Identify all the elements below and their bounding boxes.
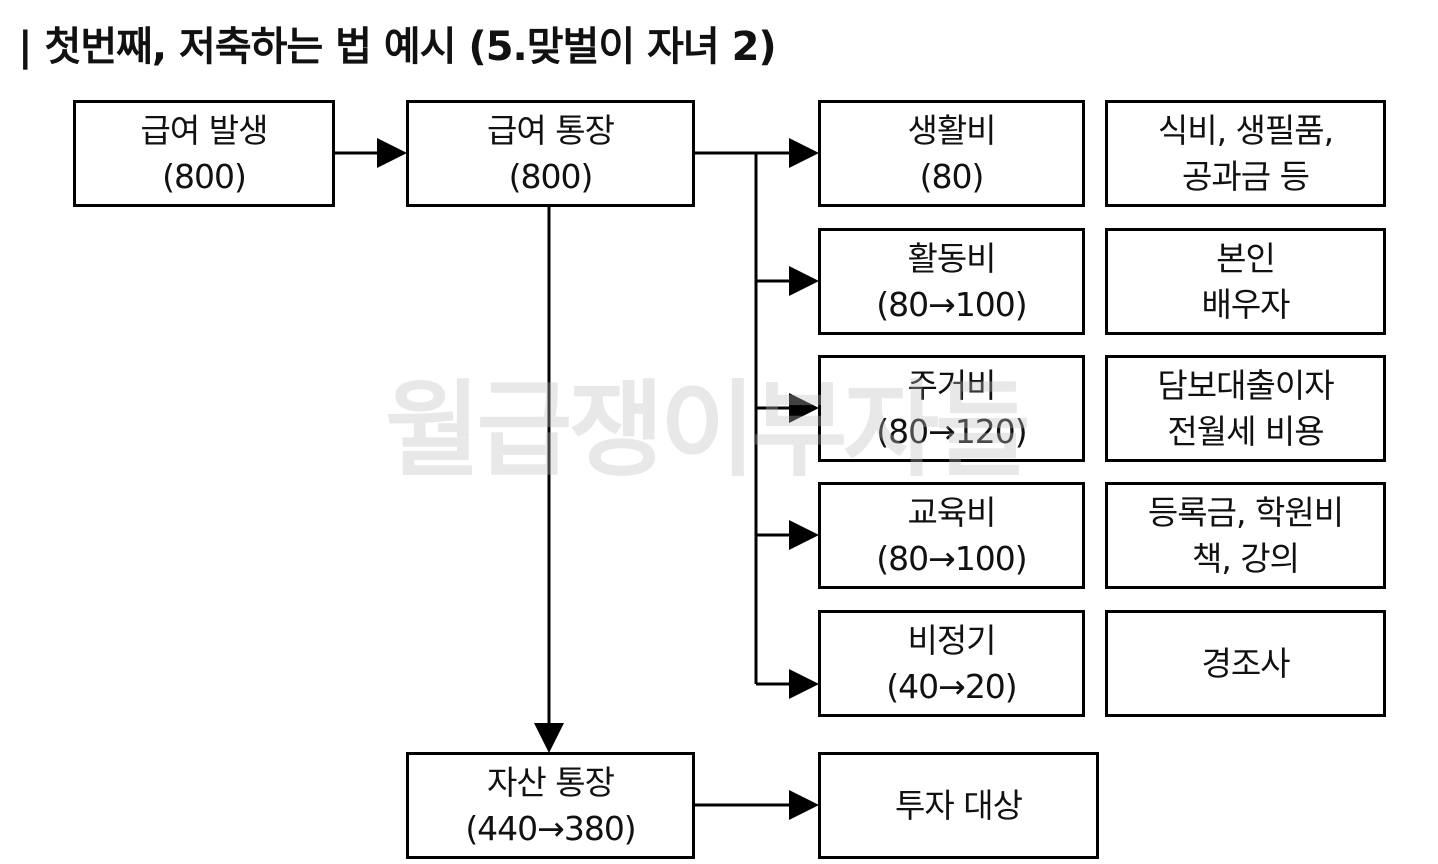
expense-label: 비정기 bbox=[907, 620, 996, 660]
salary-account-value: (800) bbox=[508, 156, 594, 196]
expense-box: 교육비 (80→100) bbox=[818, 482, 1085, 589]
expense-value: (80→100) bbox=[876, 538, 1027, 578]
expense-value: (80→120) bbox=[876, 411, 1027, 451]
asset-account-value: (440→380) bbox=[465, 808, 636, 848]
expense-desc-line1: 본인 bbox=[1216, 238, 1276, 278]
expense-description-box: 담보대출이자 전월세 비용 bbox=[1105, 355, 1386, 462]
asset-account-label: 자산 통장 bbox=[487, 762, 615, 802]
expense-desc-line1: 담보대출이자 bbox=[1157, 365, 1334, 405]
expense-desc-line1: 등록금, 학원비 bbox=[1147, 492, 1344, 532]
salary-label: 급여 발생 bbox=[140, 110, 269, 150]
expense-desc-line2: 공과금 등 bbox=[1182, 156, 1310, 196]
expense-desc-line2: 전월세 비용 bbox=[1167, 411, 1324, 451]
expense-desc-line1: 경조사 bbox=[1201, 643, 1290, 683]
expense-label: 활동비 bbox=[907, 238, 996, 278]
expense-value: (40→20) bbox=[886, 666, 1017, 706]
expense-desc-line1: 식비, 생필품, bbox=[1157, 110, 1334, 150]
expense-box: 주거비 (80→120) bbox=[818, 355, 1085, 462]
expense-value: (80→100) bbox=[876, 284, 1027, 324]
expense-description-box: 식비, 생필품, 공과금 등 bbox=[1105, 100, 1386, 207]
salary-account-box: 급여 통장 (800) bbox=[406, 100, 695, 207]
expense-box: 생활비 (80) bbox=[818, 100, 1085, 207]
investment-box: 투자 대상 bbox=[818, 752, 1099, 859]
expense-label: 생활비 bbox=[907, 110, 996, 150]
page-title: | 첫번째, 저축하는 법 예시 (5.맞벌이 자녀 2) bbox=[18, 24, 777, 70]
expense-value: (80) bbox=[919, 156, 985, 196]
salary-box: 급여 발생 (800) bbox=[73, 100, 335, 207]
expense-label: 주거비 bbox=[907, 365, 996, 405]
expense-description-box: 경조사 bbox=[1105, 610, 1386, 717]
expense-box: 활동비 (80→100) bbox=[818, 228, 1085, 335]
expense-description-box: 등록금, 학원비 책, 강의 bbox=[1105, 482, 1386, 589]
expense-description-box: 본인 배우자 bbox=[1105, 228, 1386, 335]
expense-label: 교육비 bbox=[907, 492, 996, 532]
expense-desc-line2: 책, 강의 bbox=[1191, 538, 1300, 578]
asset-account-box: 자산 통장 (440→380) bbox=[406, 752, 695, 859]
salary-account-label: 급여 통장 bbox=[487, 110, 615, 150]
investment-label: 투자 대상 bbox=[895, 785, 1023, 825]
salary-value: (800) bbox=[162, 156, 247, 196]
expense-desc-line2: 배우자 bbox=[1201, 284, 1290, 324]
expense-box: 비정기 (40→20) bbox=[818, 610, 1085, 717]
